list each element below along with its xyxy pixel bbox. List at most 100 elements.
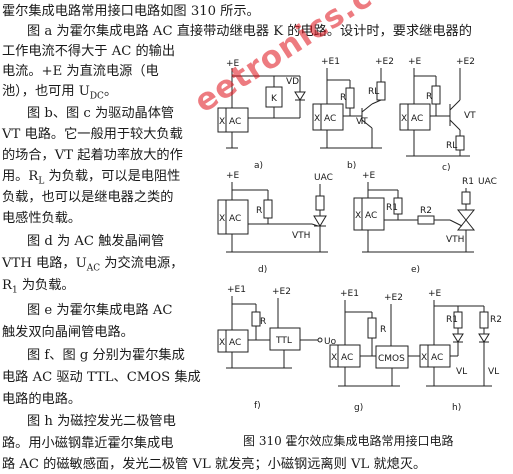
label-vl-1: VL [456, 367, 467, 377]
ac-chip-c [399, 103, 431, 131]
label-plus-e1: +E1 [321, 57, 340, 67]
text-line-9: 用。RL 为负载，可以是电阻性 [2, 169, 181, 187]
label-r1-h: R1 [446, 315, 458, 325]
label-ac-f: AC [229, 338, 241, 348]
text-line-21: 路。用小磁钢靠近霍尔集成电 [2, 436, 174, 451]
label-x-f: X [219, 338, 225, 348]
circuit-d: +E UAC R X AC VTH d) [217, 171, 333, 275]
text-line-5: 池），也可用 UDC。 [2, 84, 118, 102]
label-x-b: X [314, 114, 320, 124]
text-line-12: 图 d 为 AC 触发晶闸管 [27, 234, 165, 249]
label-plus-e-e: +E [362, 171, 376, 181]
label-vl-2: VL [488, 367, 499, 377]
text-line-20: 图 h 为磁控发光二极管电 [27, 414, 176, 429]
label-ac-g: AC [341, 353, 353, 363]
label-x-c: X [401, 114, 407, 124]
label-r1-e: R1 [462, 177, 474, 187]
text-line-19: 电路的电路。 [2, 392, 82, 407]
label-x-h: X [421, 353, 427, 363]
thyristor-vth [313, 215, 327, 227]
label-ac-b: AC [324, 114, 336, 124]
label-plus-e: +E [226, 59, 240, 69]
ac-chip-d [217, 199, 249, 235]
label-r-c: R [426, 92, 432, 102]
figure-caption: 图 310 霍尔效应集成电路常用接口电路 [243, 434, 454, 448]
circuit-g: +E1 +E2 R X AC CMOS g) [329, 289, 420, 413]
label-f: f) [254, 401, 261, 411]
label-k: K [271, 94, 278, 104]
led-vl2 [478, 333, 490, 343]
label-r-b: R [340, 93, 346, 103]
label-ttl: TTL [275, 336, 292, 346]
ac-chip [217, 107, 249, 133]
text-line-10: 负载，也可以是继电器之类的 [2, 190, 174, 205]
label-vt-b: VT [356, 117, 368, 127]
label-uac-d: UAC [314, 173, 333, 183]
text-line-18: 电路 AC 驱动 TTL、CMOS 集成 [2, 370, 201, 385]
circuit-c: +E +E2 R X AC VT RL c) [399, 57, 476, 173]
label-uo: Uo [324, 337, 337, 347]
label-plus-e2-g: +E2 [384, 293, 403, 303]
circuit-b: +E1 +E2 R X AC VT RL b) [312, 57, 394, 171]
label-plus-e-d: +E [226, 171, 240, 181]
label-ac-c: AC [411, 114, 423, 124]
text-line-4: 电流。+E 为直流电源（电 [2, 64, 159, 79]
label-plus-e1-f: +E1 [227, 285, 246, 295]
label-vth: VTH [292, 231, 310, 241]
triac [456, 209, 476, 221]
label-ac-d: AC [229, 214, 241, 224]
text-line-15: 图 e 为霍尔集成电路 AC [27, 303, 173, 318]
label-x-e: X [355, 211, 361, 221]
text-line-7: VT 电路。它一般用于较大负载 [2, 127, 183, 142]
label-plus-e2: +E2 [375, 57, 394, 67]
text-line-13: VTH 电路，UAC 为交流电源， [2, 256, 184, 274]
text-line-8: 的场合，VT 起着功率放大的作 [2, 148, 183, 163]
label-plus-e2-f: +E2 [272, 287, 291, 297]
label-r-g: R [380, 325, 386, 335]
label-d: d) [258, 265, 267, 275]
label-ac-h: AC [431, 353, 443, 363]
label-c: c) [442, 163, 450, 173]
label-r2-e: R2 [420, 206, 432, 216]
text-line-2: 图 a 为霍尔集成电路 AC 直接带动继电器 K 的电路。设计时，要求继电器的 [27, 24, 472, 39]
ac-chip-b [312, 103, 344, 131]
text-line-22: 路 AC 的磁敏感面，发光二极管 VL 就发亮；小磁钢远离则 VL 就熄灭。 [2, 457, 427, 472]
label-x-d: X [219, 214, 225, 224]
label-vd: VD [286, 77, 299, 87]
text-line-1: 霍尔集成电路常用接口电路如图 310 所示。 [2, 4, 260, 19]
label-ac: AC [229, 117, 241, 127]
ac-chip-e [353, 197, 385, 231]
label-cmos: CMOS [378, 354, 405, 364]
label-plus-e-c: +E [408, 57, 422, 67]
text-line-6: 图 b、图 c 为驱动晶体管 [27, 106, 175, 121]
circuit-e: +E R1 UAC R1 X AC R2 VTH e) [353, 171, 497, 275]
label-r2-h: R2 [490, 315, 502, 325]
circuit-h: +E R1 R2 X AC VL VL h) [419, 289, 502, 413]
label-a: a) [254, 161, 263, 171]
label-rl-c: RL [446, 141, 457, 151]
label-b: b) [347, 161, 356, 171]
label-g: g) [354, 403, 363, 413]
label-vth-e: VTH [446, 235, 464, 245]
label-r-f: R [260, 317, 266, 327]
diode-vd [294, 91, 306, 101]
led-vl1 [452, 333, 464, 343]
label-h: h) [452, 403, 461, 413]
text-line-14: R1 为负载。 [2, 278, 75, 296]
label-vt-c: VT [464, 111, 476, 121]
label-x-g: X [331, 353, 337, 363]
ttl-chip [269, 327, 301, 351]
label-r-d: R [256, 206, 262, 216]
text-line-3: 工作电流不得大于 AC 的输出 [2, 44, 176, 59]
text-line-11: 电感性负载。 [2, 211, 82, 226]
label-r1-e2: R1 [386, 203, 398, 213]
circuit-f: +E1 +E2 R X AC TTL Uo f) [217, 285, 337, 411]
label-plus-e-h: +E [428, 289, 442, 299]
label-plus-e1-g: +E1 [340, 289, 359, 299]
label-plus-e2-c: +E2 [456, 57, 475, 67]
text-line-17: 图 f、图 g 分别为霍尔集成 [27, 348, 185, 363]
label-e: e) [411, 265, 420, 275]
label-x: X [219, 117, 225, 127]
circuit-a: +E X AC K VD a) [217, 59, 306, 171]
